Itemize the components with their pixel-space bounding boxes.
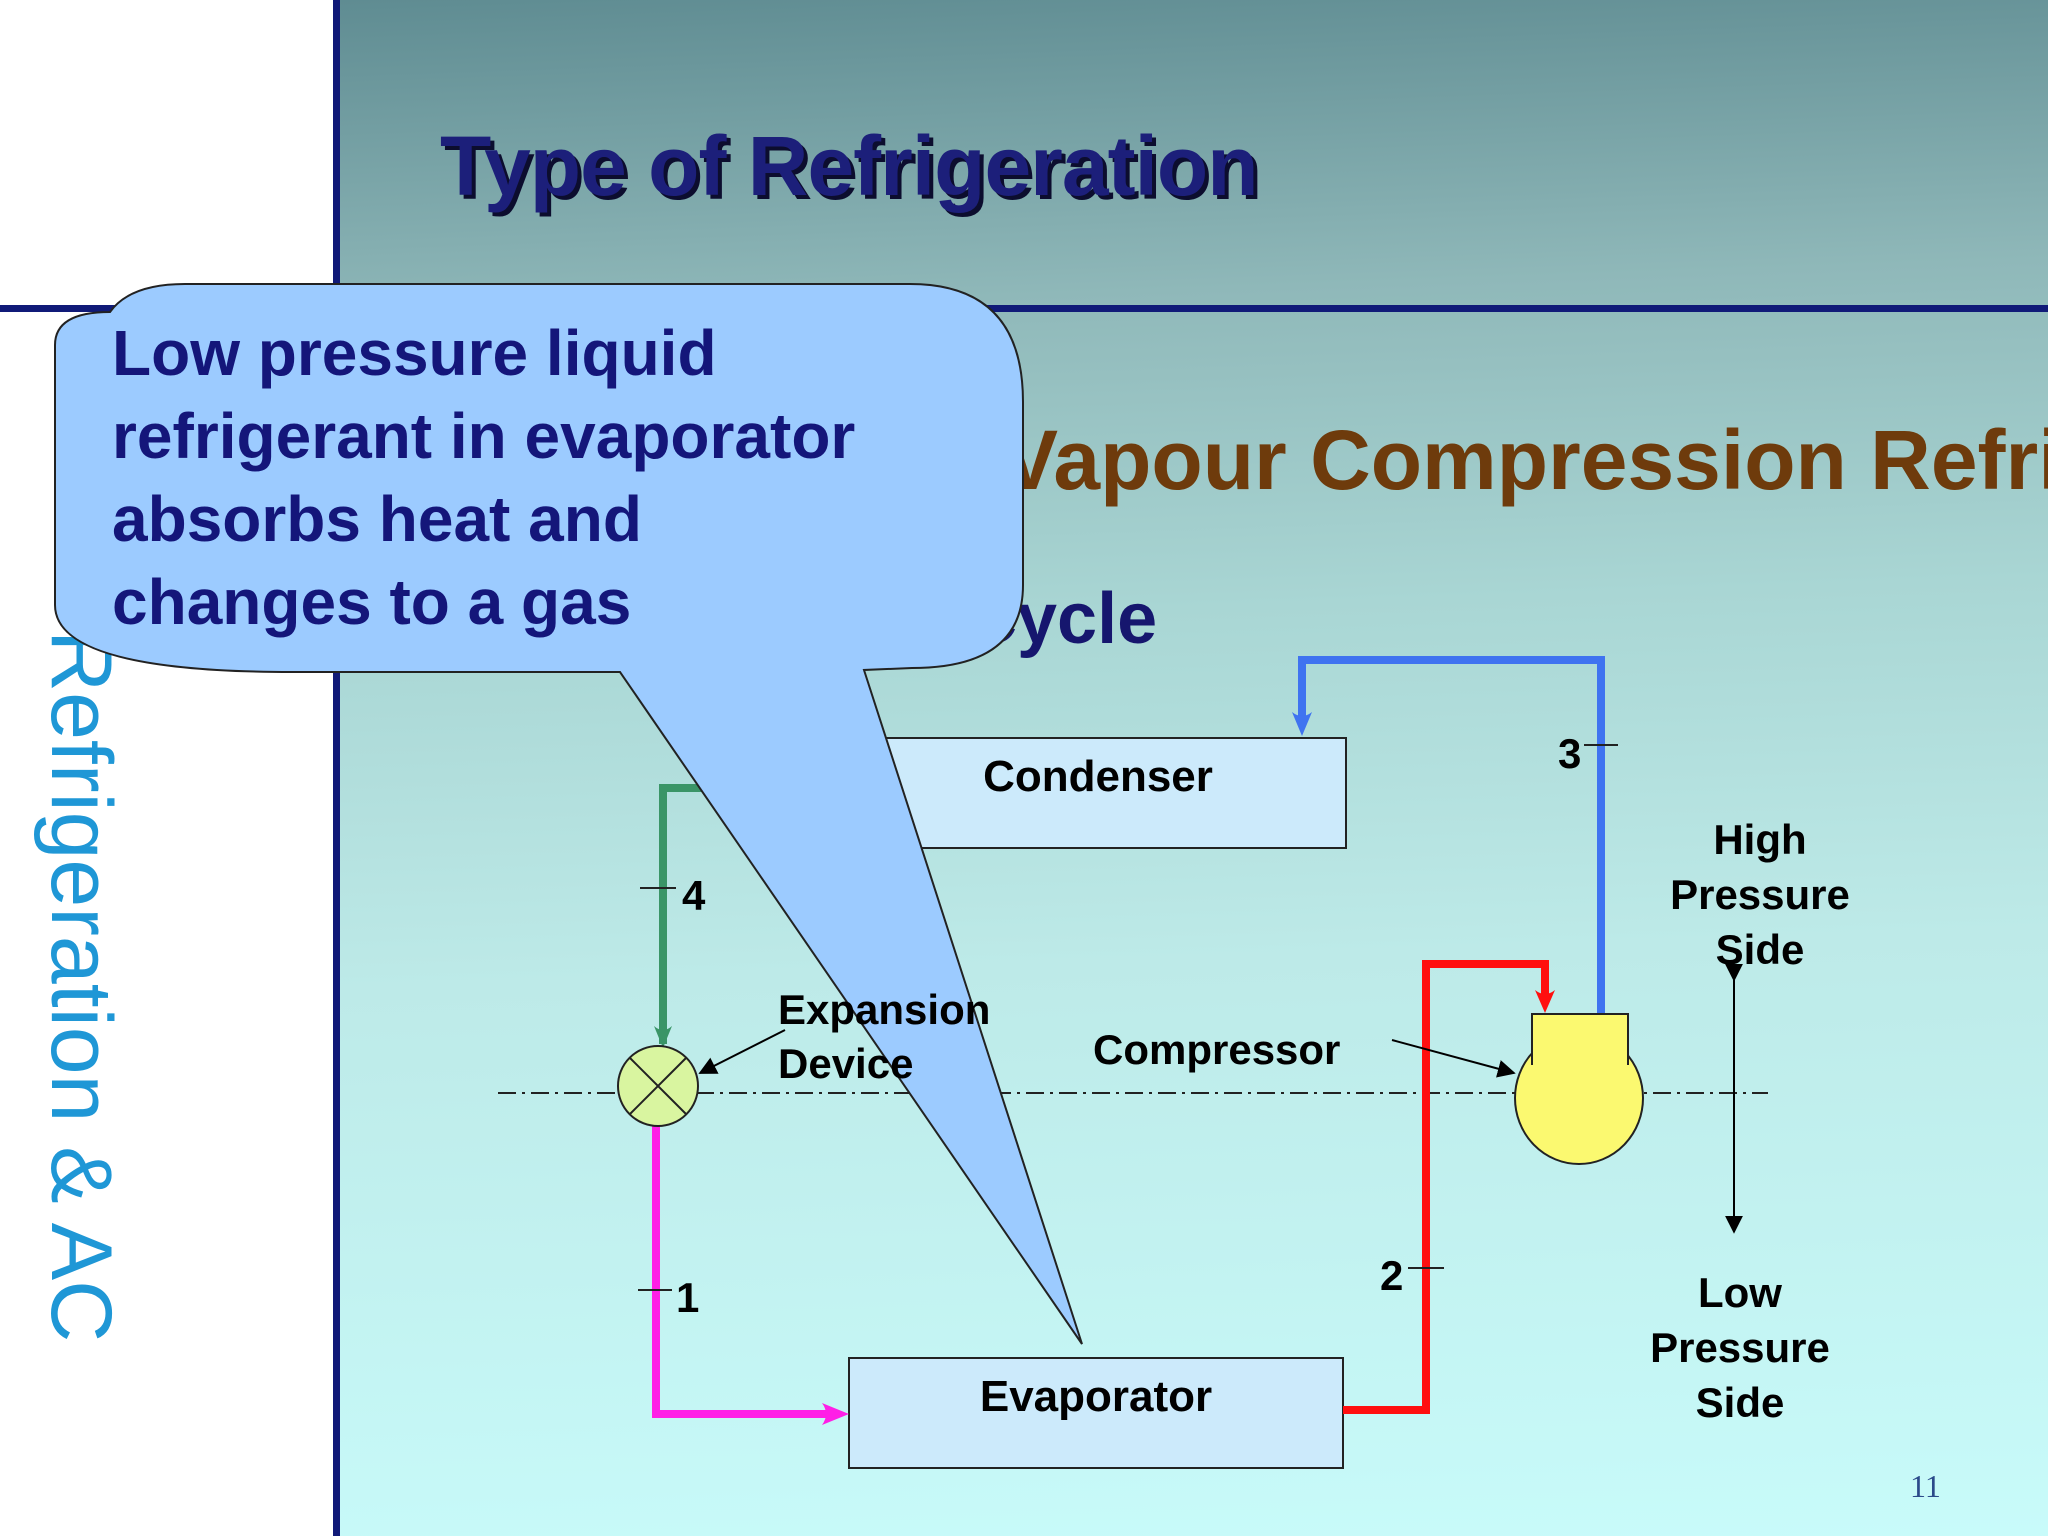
- arrowhead-2: [1535, 990, 1555, 1013]
- callout-line: refrigerant in evaporator: [112, 400, 856, 472]
- callout-line: absorbs heat and: [112, 483, 642, 555]
- arrowhead-1: [822, 1403, 849, 1425]
- slide-title: Type of Refrigeration: [440, 119, 1259, 213]
- point-4-label: 4: [682, 872, 706, 919]
- horizontal-divider: [0, 305, 2048, 312]
- point-1-label: 1: [676, 1274, 700, 1321]
- condenser-label: Condenser: [983, 752, 1213, 801]
- expansion-label-line1: Expansion: [778, 986, 991, 1033]
- point-3-label: 3: [1558, 730, 1582, 777]
- compressor-pointer: [1391, 1039, 1516, 1078]
- callout-text: Low pressure liquid refrigerant in evapo…: [112, 312, 942, 644]
- arrowhead-3: [1292, 712, 1312, 736]
- line-3-blue: [1298, 656, 1605, 1014]
- arrowhead-4: [654, 1026, 672, 1048]
- condenser-box: [849, 737, 1347, 849]
- left-panel: [0, 0, 333, 1536]
- expansion-pointer: [698, 1029, 786, 1074]
- compressor-label: Compressor: [1093, 1026, 1341, 1073]
- callout-bubble: [54, 283, 1083, 1345]
- callout-line: changes to a gas: [112, 566, 632, 638]
- low-pressure-side-label: Low Pressure Side: [1650, 1269, 1830, 1426]
- evaporator-label: Evaporator: [979, 1372, 1213, 1421]
- callout-line: Low pressure liquid: [112, 317, 717, 389]
- line-1-magenta: [652, 1126, 830, 1418]
- page-number: 11: [1910, 1468, 1941, 1504]
- high-pressure-side-label: High Pressure Side: [1670, 816, 1850, 973]
- vertical-divider: [333, 0, 340, 1536]
- point-2-label: 2: [1380, 1252, 1404, 1299]
- line-2-red: [1343, 960, 1549, 1414]
- section-heading: Vapour Compression Refrigeration: [1002, 413, 2048, 507]
- expansion-label-line2: Device: [778, 1040, 914, 1087]
